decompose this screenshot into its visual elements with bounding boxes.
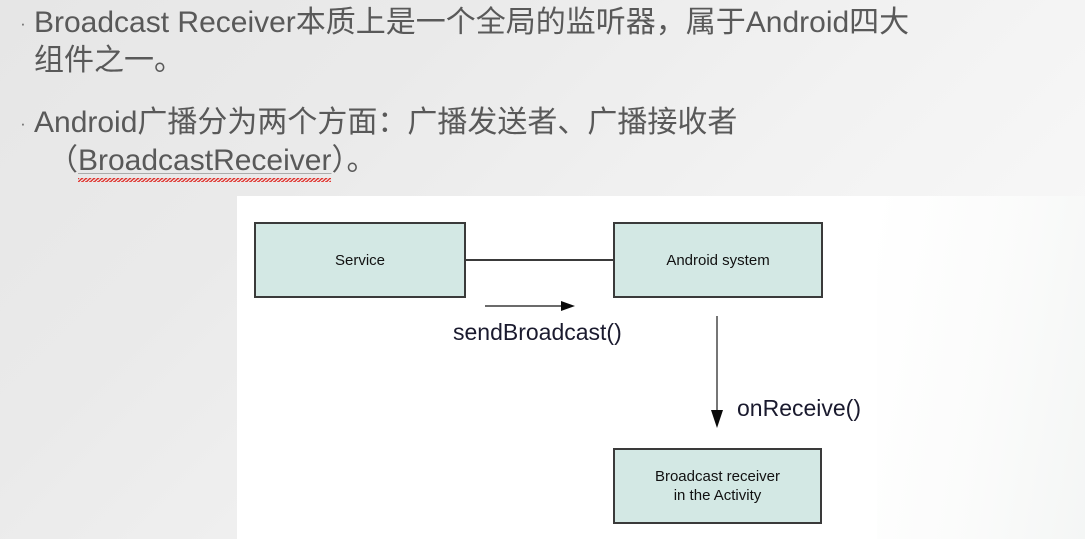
list-item: · Broadcast Receiver本质上是一个全局的监听器，属于Andro… (12, 4, 1082, 80)
diagram-node-android-system-label: Android system (666, 251, 770, 269)
diagram-node-android-system: Android system (613, 222, 823, 298)
diagram-node-service: Service (254, 222, 466, 298)
diagram-node-broadcast-receiver-label: Broadcast receiver in the Activity (655, 467, 780, 505)
misspelled-word-broadcastreceiver: BroadcastReceiver (78, 144, 332, 177)
paren-open: （ (48, 144, 78, 177)
bullet-marker-icon: · (20, 114, 26, 133)
bullet-text-1: Broadcast Receiver本质上是一个全局的监听器，属于Android… (34, 6, 910, 77)
arrow-down-icon-on-receive (711, 316, 723, 428)
paren-close: ）。 (331, 144, 377, 177)
edge-label-on-receive: onReceive() (737, 395, 861, 421)
connector-service-to-android-system (464, 259, 615, 261)
bullet-marker-icon: · (20, 14, 26, 33)
arrow-right-icon-send-broadcast (485, 301, 575, 311)
bullet-text-2: Android广播分为两个方面：广播发送者、广播接收者 （BroadcastRec… (34, 104, 994, 180)
bullet-text-2-line1: Android广播分为两个方面：广播发送者、广播接收者 (34, 106, 738, 139)
list-item: · Android广播分为两个方面：广播发送者、广播接收者 （BroadcastR… (12, 104, 1012, 180)
edge-label-send-broadcast: sendBroadcast() (453, 319, 622, 345)
diagram-image: Service Android system Broadcast receive… (237, 196, 1085, 539)
diagram-node-service-label: Service (334, 251, 386, 269)
diagram-node-broadcast-receiver: Broadcast receiver in the Activity (613, 448, 822, 524)
diagram-node-broadcast-receiver-label-line2: in the Activity (673, 487, 762, 504)
diagram-node-broadcast-receiver-label-line1: Broadcast receiver (654, 468, 781, 485)
